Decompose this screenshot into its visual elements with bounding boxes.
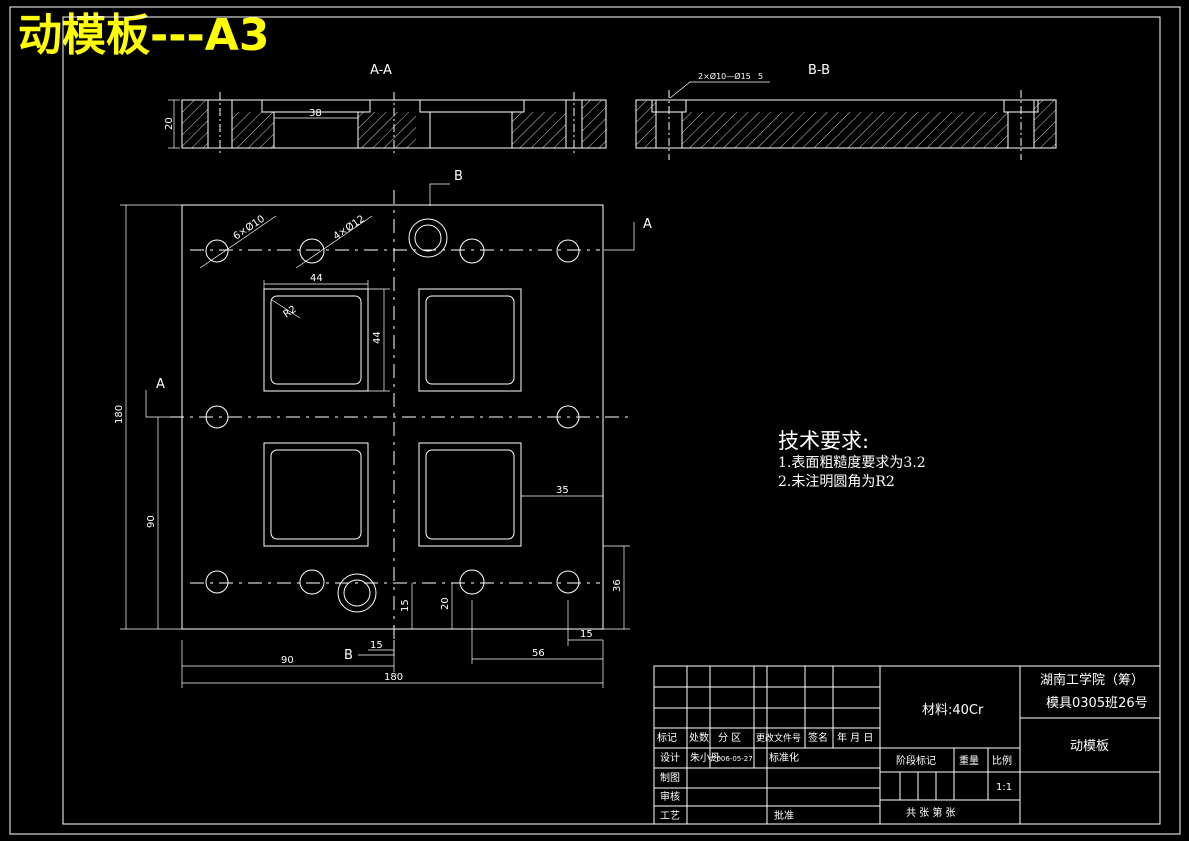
section-a-mark-right: A (643, 217, 652, 232)
tb-scale-value: 1:1 (996, 782, 1012, 793)
dim-15-right: 15 (580, 629, 593, 640)
tech-requirements-heading: 技术要求: (778, 429, 870, 453)
tb-date: 2006-05-27 (712, 755, 753, 763)
drawing-title: 动模板---A3 (18, 10, 270, 61)
dim-15-bottom: 15 (370, 640, 383, 651)
tb-sheets: 共 张 第 张 (906, 806, 956, 819)
dim-fillet: R2 (282, 304, 299, 321)
tb-rev-header-1: 标记 (657, 732, 677, 744)
section-aa-view (168, 92, 607, 156)
dim-height-90: 90 (146, 515, 157, 528)
title-block-grid (653, 665, 1161, 825)
dim-aa-38: 38 (309, 108, 322, 119)
tb-rev-header-3: 分 区 (718, 732, 741, 744)
tb-rev-header-6: 年 月 日 (837, 731, 873, 744)
tb-standardize: 标准化 (769, 751, 799, 764)
dim-width-90: 90 (281, 655, 294, 666)
tb-rev-header-4: 更改文件号 (756, 732, 801, 744)
cbore-depth-callout: 5 (758, 72, 763, 81)
tb-weight-label: 重量 (959, 754, 979, 767)
dim-width-180: 180 (384, 672, 403, 683)
tb-design-label: 设计 (660, 751, 680, 764)
tb-class-no: 模具0305班26号 (1046, 696, 1148, 711)
outer-frame (9, 6, 1181, 835)
section-b-mark-top: B (454, 169, 463, 184)
tb-material: 材料:40Cr (922, 703, 984, 718)
tech-requirement-2: 2.未注明圆角为R2 (778, 474, 895, 490)
dim-pocket-width: 44 (310, 273, 323, 284)
tb-designer: 朱小丹 (690, 752, 720, 764)
dim-35: 35 (556, 485, 569, 496)
hole-callout-4x: 4×Ø12 (331, 213, 367, 243)
tb-process-label: 工艺 (660, 810, 680, 822)
tech-requirement-1: 1.表面粗糙度要求为3.2 (778, 455, 926, 471)
cbore-callout: 2×Ø10—Ø15 (698, 71, 751, 81)
dim-pocket-height: 44 (372, 331, 383, 344)
tb-stage-label: 阶段标记 (896, 754, 936, 767)
dim-20: 20 (440, 597, 451, 610)
tb-approve-label: 批准 (774, 809, 794, 822)
dim-36: 36 (612, 579, 623, 592)
tb-school: 湖南工学院（筹） (1040, 672, 1144, 688)
dim-15-vertical: 15 (400, 599, 411, 612)
section-b-mark-bottom: B (344, 648, 353, 663)
hole-callout-6x: 6×Ø10 (231, 213, 267, 243)
dimension-lines (120, 204, 630, 688)
section-aa-label: A-A (370, 63, 392, 78)
tb-part-name: 动模板 (1070, 739, 1109, 754)
tb-rev-header-2: 处数 (689, 731, 709, 744)
tb-review-label: 审核 (660, 790, 680, 803)
dim-height-180: 180 (114, 405, 125, 424)
dim-56: 56 (532, 648, 545, 659)
tb-scale-label: 比例 (992, 754, 1012, 767)
tb-drawing-label: 制图 (660, 771, 680, 784)
inner-frame (62, 16, 1161, 825)
tech-requirements: 技术要求: 1.表面粗糙度要求为3.2 2.未注明圆角为R2 (778, 428, 926, 492)
tb-rev-header-5: 签名 (808, 731, 828, 744)
section-bb-view (635, 81, 1057, 160)
dim-thickness: 20 (164, 117, 175, 130)
plan-view (145, 183, 635, 656)
section-a-mark-left: A (156, 377, 165, 392)
section-bb-label: B-B (808, 63, 830, 78)
